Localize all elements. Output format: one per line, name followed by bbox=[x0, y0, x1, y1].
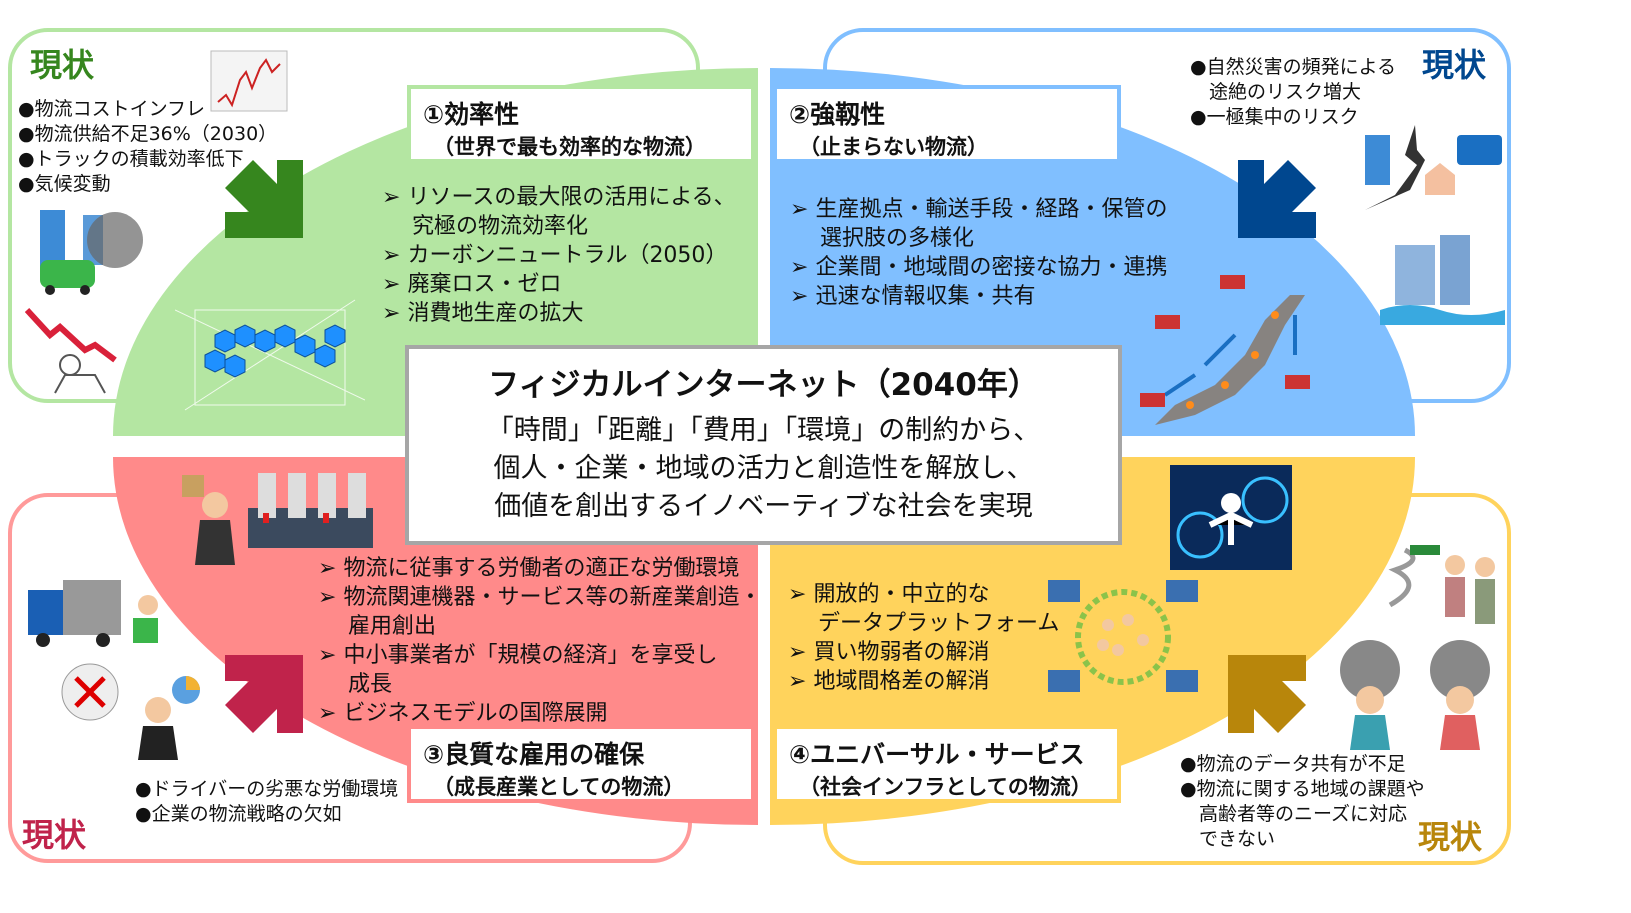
network-hexagon-icon bbox=[175, 299, 365, 411]
vision-line: 価値を創出するイノベーティブな社会を実現 bbox=[494, 491, 1033, 522]
status-item: ●ドライバーの劣悪な労働環境 bbox=[135, 778, 399, 800]
list-item: ➢ 企業間・地域間の密接な協力・連携 bbox=[790, 255, 1168, 280]
list-item: ➢ 迅速な情報収集・共有 bbox=[790, 284, 1036, 309]
list-item-continued: データプラットフォーム bbox=[818, 611, 1060, 636]
vision-title: フィジカルインターネット（2040年） bbox=[488, 367, 1039, 403]
status-item: ●物流供給不足36%（2030） bbox=[18, 123, 278, 145]
list-item: ➢ 中小事業者が「規模の経済」を享受し bbox=[318, 643, 718, 668]
vision-line: 「時間」「距離」「費用」「環境」の制約から、 bbox=[486, 415, 1041, 446]
list-item: ➢ ビジネスモデルの国際展開 bbox=[318, 701, 608, 726]
vision-line: 個人・企業・地域の活力と創造性を解放し、 bbox=[493, 453, 1034, 484]
status-list-employment: ●ドライバーの劣悪な労働環境 ●企業の物流戦略の欠如 bbox=[135, 777, 398, 827]
title-box-universal: ④ユニバーサル・サービス （社会インフラとしての物流） bbox=[773, 725, 1121, 803]
quadrant-title: ③良質な雇用の確保 bbox=[423, 740, 645, 769]
status-item: ●物流コストインフレ bbox=[18, 98, 206, 120]
status-item: ●一極集中のリスク bbox=[1190, 106, 1359, 128]
list-item: ➢ カーボンニュートラル（2050） bbox=[382, 243, 728, 268]
list-item: ➢ 廃棄ロス・ゼロ bbox=[382, 272, 562, 297]
list-item: ➢ 開放的・中立的な bbox=[788, 582, 990, 607]
list-item: ➢ 物流に従事する労働者の適正な労働環境 bbox=[318, 556, 740, 581]
status-title-efficiency: 現状 bbox=[30, 46, 95, 84]
status-list-universal: ●物流のデータ共有が不足 ●物流に関する地域の課題や 高齢者等のニーズに対応 で… bbox=[1180, 752, 1425, 852]
arrow-icon-resilience bbox=[1238, 160, 1316, 238]
status-item: 途絶のリスク増大 bbox=[1190, 81, 1362, 103]
truck-driver-icon bbox=[28, 580, 158, 647]
rising-chart-icon bbox=[210, 50, 288, 112]
community-ring-icon bbox=[1048, 580, 1198, 692]
declining-arrow-icon bbox=[25, 307, 117, 394]
quadrant-subtitle: （社会インフラとしての物流） bbox=[799, 775, 1092, 799]
status-item: ●気候変動 bbox=[18, 173, 111, 195]
status-item: ●物流に関する地域の課題や bbox=[1180, 778, 1425, 800]
arrow-icon-universal bbox=[1228, 655, 1306, 733]
goals-list-employment: ➢ 物流に従事する労働者の適正な労働環境 ➢ 物流関連機器・サービス等の新産業創… bbox=[318, 554, 761, 728]
status-item: ●自然災害の頻発による bbox=[1190, 56, 1397, 78]
japan-logistics-map-icon bbox=[1140, 275, 1310, 425]
title-box-efficiency: ①効率性 （世界で最も効率的な物流） bbox=[407, 85, 755, 163]
status-item: ●トラックの積載効率低下 bbox=[18, 148, 244, 170]
list-item: ➢ リソースの最大限の活用による、 bbox=[382, 185, 736, 210]
flood-risk-icon bbox=[1380, 235, 1505, 325]
arrow-icon-employment bbox=[225, 655, 303, 733]
list-item: ➢ 生産拠点・輸送手段・経路・保管の bbox=[790, 197, 1168, 222]
quadrant-title: ④ユニバーサル・サービス bbox=[789, 740, 1085, 769]
title-box-employment: ③良質な雇用の確保 （成長産業としての物流） bbox=[407, 725, 755, 803]
quadrant-title: ①効率性 bbox=[423, 100, 520, 129]
status-title-universal: 現状 bbox=[1418, 818, 1483, 856]
earthquake-icon bbox=[1365, 125, 1502, 210]
status-item: ●企業の物流戦略の欠如 bbox=[135, 803, 342, 825]
title-box-resilience: ②強靱性 （止まらない物流） bbox=[773, 85, 1121, 163]
status-list-efficiency: ●物流コストインフレ ●物流供給不足36%（2030） ●トラックの積載効率低下… bbox=[18, 97, 277, 197]
status-title-resilience: 現状 bbox=[1422, 46, 1487, 84]
goals-list-efficiency: ➢ リソースの最大限の活用による、 究極の物流効率化 ➢ カーボンニュートラル（… bbox=[382, 183, 736, 328]
list-item: ➢ 買い物弱者の解消 bbox=[788, 640, 990, 665]
digital-data-icon bbox=[1170, 465, 1292, 570]
status-item: ●物流のデータ共有が不足 bbox=[1180, 753, 1406, 775]
people-carrying-burden-icon bbox=[1340, 640, 1490, 750]
list-item: ➢ 物流関連機器・サービス等の新産業創造・ bbox=[318, 585, 762, 610]
vision-box: フィジカルインターネット（2040年） 「時間」「距離」「費用」「環境」の制約か… bbox=[405, 345, 1122, 545]
pollution-city-icon bbox=[40, 210, 143, 295]
quadrant-subtitle: （止まらない物流） bbox=[799, 135, 988, 159]
arrow-icon-efficiency bbox=[225, 160, 303, 238]
list-item-continued: 成長 bbox=[348, 672, 393, 697]
list-item-continued: 究極の物流効率化 bbox=[412, 214, 589, 239]
list-item-continued: 雇用創出 bbox=[348, 614, 437, 639]
quadrant-title: ②強靱性 bbox=[789, 100, 886, 129]
status-item: 高齢者等のニーズに対応 bbox=[1180, 803, 1408, 825]
goals-list-universal: ➢ 開放的・中立的な データプラットフォーム ➢ 買い物弱者の解消 ➢ 地域間格… bbox=[788, 580, 1059, 696]
status-item: できない bbox=[1180, 828, 1276, 850]
status-title-employment: 現状 bbox=[22, 816, 87, 854]
business-problem-icon bbox=[61, 663, 200, 760]
quadrant-subtitle: （世界で最も効率的な物流） bbox=[433, 135, 706, 159]
list-item: ➢ 消費地生産の拡大 bbox=[382, 301, 584, 326]
worker-holding-box-icon bbox=[182, 475, 235, 565]
elderly-shopping-icon bbox=[1388, 545, 1495, 624]
list-item: ➢ 地域間格差の解消 bbox=[788, 669, 990, 694]
list-item-continued: 選択肢の多様化 bbox=[820, 226, 975, 251]
goals-list-resilience: ➢ 生産拠点・輸送手段・経路・保管の 選択肢の多様化 ➢ 企業間・地域間の密接な… bbox=[790, 195, 1167, 311]
factory-robots-icon bbox=[248, 473, 373, 548]
status-list-resilience: ●自然災害の頻発による 途絶のリスク増大 ●一極集中のリスク bbox=[1190, 55, 1396, 130]
quadrant-subtitle: （成長産業としての物流） bbox=[433, 775, 685, 799]
